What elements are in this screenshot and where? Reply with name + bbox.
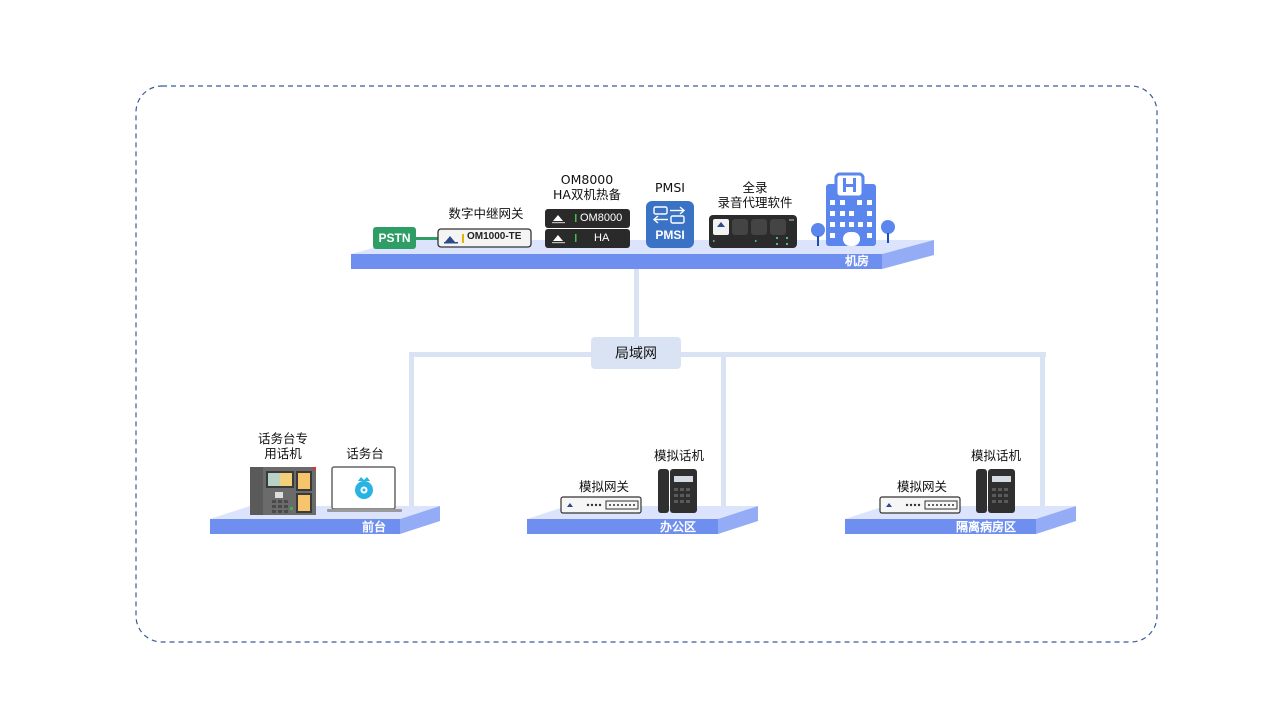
dashed-frame [135,85,1158,643]
brand-logo-icon [445,236,455,242]
pmsi-label: PMSI [655,180,685,195]
platform-office [527,506,758,534]
laptop-icon [327,466,402,512]
recorder-label-line1: 全录 [742,180,768,195]
trunk-gateway-device [437,228,532,248]
connector-server-to-lan [634,269,639,339]
pmsi-icon-text: PMSI [655,228,685,242]
om8000-label-line1: OM8000 [560,172,614,187]
trunk-gateway-label: 数字中继网关 [448,206,524,221]
recorder-device [709,215,797,248]
desk-phone-icon [658,469,697,513]
connector-lan-bus [409,352,1046,357]
platform-front [527,519,718,534]
analog-gateway-icon [879,496,961,514]
office-zone-label: 办公区 [660,520,697,534]
ward-gateway-label: 模拟网关 [896,479,947,494]
recorder-label-line2: 录音代理软件 [717,195,793,210]
pstn-label: PSTN [378,231,411,245]
om8000-unit-text: OM8000 [580,212,623,224]
platform-front [210,519,400,534]
platform-top [210,506,440,519]
lan-node: 局域网 [591,337,681,369]
operator-phone-label-line1: 话务台专 [257,431,308,446]
lan-connectors [409,269,1046,506]
connector-front-desk [409,352,414,506]
server-room-label: 机房 [845,254,870,268]
ward-phone-label: 模拟话机 [970,448,1021,463]
platform-side [1036,506,1076,534]
lan-label: 局域网 [615,346,657,362]
hospital-building-icon [811,172,895,246]
tree-left-icon [811,223,825,237]
isolation-ward-label: 隔离病房区 [956,520,1017,534]
office-phone-label: 模拟话机 [653,448,704,463]
office-gateway-label: 模拟网关 [578,479,629,494]
platform-front-desk [210,506,440,534]
platform-front [351,254,882,269]
platform-side [718,506,758,534]
pmsi-icon [646,201,694,248]
analog-gateway-icon [560,496,642,514]
connector-ward [1040,352,1045,506]
om8000-label-line2: HA双机热备 [553,187,621,202]
pstn-link [415,237,439,240]
tree-right-icon [881,220,895,234]
platform-front [845,519,1036,534]
om8000-unit [545,209,630,228]
connector-office [721,352,726,506]
front-desk-label: 前台 [362,520,387,534]
pstn-node: PSTN [373,227,416,249]
om8000-ha-device [545,209,630,248]
ha-unit [545,229,630,248]
operator-console-label: 话务台 [346,446,384,461]
desk-phone-icon [976,469,1015,513]
operator-phone-label-line2: 用话机 [264,446,302,461]
platform-side [882,240,934,269]
ip-phone-icon [250,467,316,515]
ha-unit-text: HA [594,232,610,244]
platform-side [400,506,440,534]
trunk-gateway-model: OM1000-TE [467,231,522,242]
